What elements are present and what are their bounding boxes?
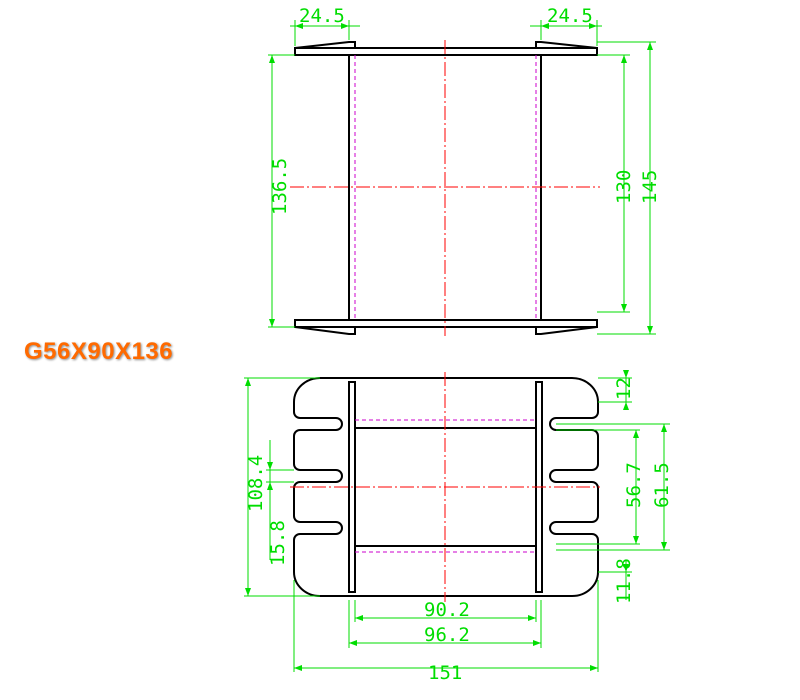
dim-height-overall: 136.5 — [269, 158, 291, 215]
left-comb — [293, 377, 349, 597]
dim-top-right-flange: 24.5 — [547, 5, 593, 27]
dim-height-total: 145 — [639, 170, 661, 204]
dim-slot-width: 15.8 — [267, 520, 289, 566]
bottom-right-tip — [535, 326, 598, 335]
dim-bottom-offset: 11.8 — [613, 558, 635, 604]
bottom-view-hidden-lines — [355, 419, 536, 553]
top-flange-plate — [294, 47, 598, 56]
dim-top-left-flange: 24.5 — [299, 5, 345, 27]
bottom-flange-plate — [294, 319, 598, 328]
top-view — [294, 41, 598, 335]
dim-height-plan: 108.4 — [245, 455, 267, 512]
top-right-tip — [535, 41, 598, 49]
dim-height-inner: 130 — [613, 170, 635, 204]
dim-depth-inner: 56.7 — [623, 462, 645, 508]
bottom-view-centerlines — [290, 372, 600, 602]
dim-width-overall: 151 — [428, 662, 462, 684]
top-view-hidden-lines — [354, 55, 537, 320]
dim-width-mid: 96.2 — [424, 624, 470, 646]
dim-depth-slots: 61.5 — [651, 462, 673, 508]
bottom-view-dimensions — [244, 370, 670, 672]
model-label: G56X90X136 — [24, 338, 174, 365]
dim-slot-pitch: 12 — [613, 377, 635, 400]
bottom-left-tip — [294, 326, 356, 335]
dim-width-inner: 90.2 — [424, 599, 470, 621]
top-view-dimensions — [268, 20, 656, 335]
top-view-arrowheads — [269, 23, 653, 334]
top-view-centerlines — [290, 40, 600, 336]
bottom-view-arrowheads — [245, 370, 667, 671]
top-left-tip — [294, 41, 356, 49]
right-comb — [541, 377, 599, 597]
